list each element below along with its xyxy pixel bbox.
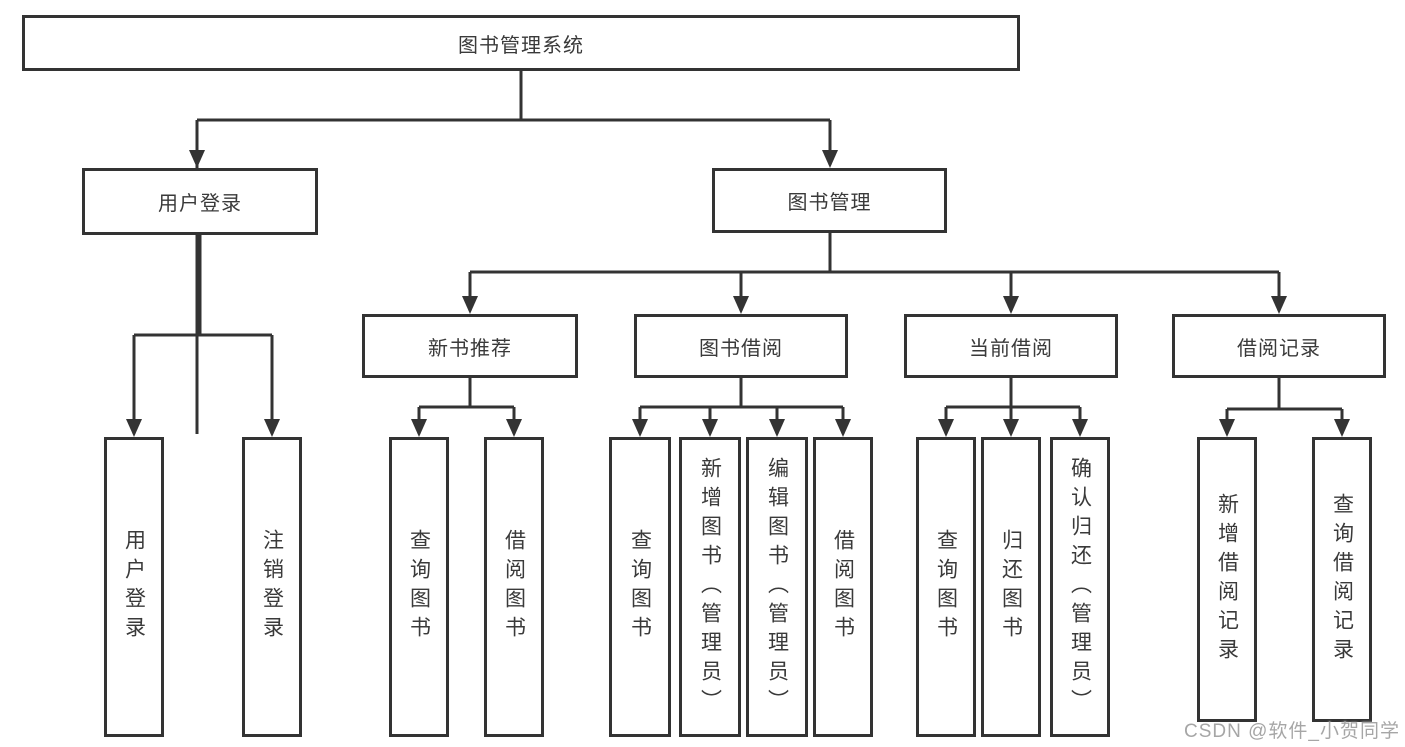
leaf-newbooks-query-books-label: 查询图书 [407,529,431,645]
csdn-watermark: CSDN @软件_小贺同学 [1184,721,1400,742]
leaf-borrowing-query-books: 查询图书 [609,437,671,737]
node-library-system-label: 图书管理系统 [458,34,584,57]
leaf-newbooks-query-books: 查询图书 [389,437,449,737]
leaf-borrowing-add-books-admin: 新增图书（管理员） [679,437,741,737]
leaf-records-add-record-label: 新增借阅记录 [1215,492,1239,667]
leaf-user-login: 用户登录 [104,437,164,737]
leaf-current-confirm-return-admin-label: 确认归还（管理员） [1068,456,1092,718]
leaf-borrowing-add-books-admin-label: 新增图书（管理员） [698,456,722,718]
leaf-records-query-record-label: 查询借阅记录 [1330,492,1354,667]
node-book-borrowing-label: 图书借阅 [699,337,783,360]
node-new-book-recommend-label: 新书推荐 [428,337,512,360]
node-current-borrowing: 当前借阅 [904,314,1118,378]
leaf-current-return-books-label: 归还图书 [999,529,1023,645]
leaf-current-query-books-label: 查询图书 [934,529,958,645]
leaf-records-add-record: 新增借阅记录 [1197,437,1257,722]
leaf-borrowing-borrow-books: 借阅图书 [813,437,873,737]
node-book-management-label: 图书管理 [787,192,872,214]
node-book-borrowing: 图书借阅 [634,314,848,378]
node-library-system: 图书管理系统 [22,15,1020,71]
node-borrowing-records-label: 借阅记录 [1237,337,1321,360]
leaf-borrowing-edit-books-admin-label: 编辑图书（管理员） [765,456,789,718]
node-borrowing-records: 借阅记录 [1172,314,1386,378]
leaf-logout-login: 注销登录 [242,437,302,737]
leaf-records-query-record: 查询借阅记录 [1312,437,1372,722]
node-book-management: 图书管理 [712,168,947,233]
leaf-logout-login-label: 注销登录 [260,529,284,645]
leaf-newbooks-borrow-books: 借阅图书 [484,437,544,737]
leaf-current-query-books: 查询图书 [916,437,976,737]
node-user-login: 用户登录 [82,168,318,235]
leaf-user-login-label: 用户登录 [122,529,146,645]
node-user-login-label: 用户登录 [158,193,242,215]
leaf-current-confirm-return-admin: 确认归还（管理员） [1050,437,1110,737]
node-current-borrowing-label: 当前借阅 [969,337,1053,360]
leaf-borrowing-edit-books-admin: 编辑图书（管理员） [746,437,808,737]
leaf-current-return-books: 归还图书 [981,437,1041,737]
leaf-newbooks-borrow-books-label: 借阅图书 [502,529,526,645]
leaf-borrowing-query-books-label: 查询图书 [628,529,652,645]
node-new-book-recommend: 新书推荐 [362,314,578,378]
leaf-borrowing-borrow-books-label: 借阅图书 [831,529,855,645]
